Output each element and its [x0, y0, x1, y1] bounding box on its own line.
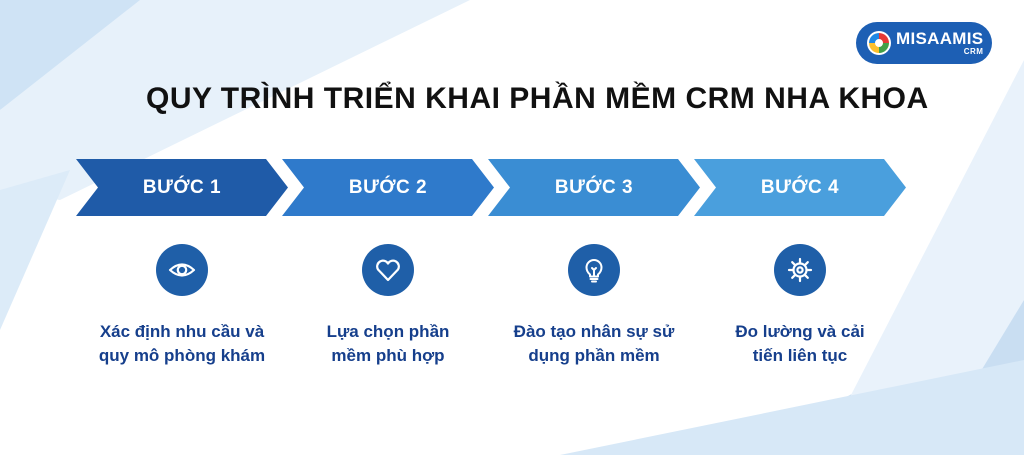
- step-3-arrow: BƯỚC 3: [488, 159, 700, 216]
- step-2-arrow: BƯỚC 2: [282, 159, 494, 216]
- step-1-label: BƯỚC 1: [142, 177, 222, 198]
- step-2-chevron: [282, 159, 494, 216]
- step-4-chevron: [694, 159, 906, 216]
- step-3-icon-circle: [568, 244, 620, 296]
- step-4-label: BƯỚC 4: [760, 177, 840, 198]
- step-3-chevron: [488, 159, 700, 216]
- step-1-description: Xác định nhu cầu và quy mô phòng khám: [98, 322, 266, 365]
- step-1-arrow: BƯỚC 1: [76, 159, 288, 216]
- misa-amis-crm-logo: MISAAMIS CRM: [856, 22, 992, 64]
- gear-icon: [787, 257, 813, 283]
- step-4-icon-circle: [774, 244, 826, 296]
- step-1-chevron: [76, 159, 288, 216]
- eye-icon: [168, 263, 196, 277]
- logo-subtitle: CRM: [963, 47, 984, 56]
- step-2-label: BƯỚC 2: [348, 177, 428, 198]
- step-4-arrow: BƯỚC 4: [694, 159, 906, 216]
- heart-icon: [376, 259, 400, 282]
- logo-swirl-icon: [867, 31, 891, 55]
- step-2-description: Lựa chọn phần mềm phù hợp: [326, 322, 450, 365]
- step-2-icon-circle: [362, 244, 414, 296]
- logo-name: MISAAMIS: [896, 29, 984, 48]
- page-title: QUY TRÌNH TRIỂN KHAI PHẦN MỀM CRM NHA KH…: [146, 82, 929, 115]
- step-3-description: Đào tạo nhân sự sử dụng phần mềm: [513, 322, 675, 365]
- step-4-description: Đo lường và cải tiến liên tục: [735, 322, 865, 365]
- step-3-label: BƯỚC 3: [554, 177, 634, 198]
- lightbulb-icon: [585, 259, 603, 283]
- step-1-icon-circle: [156, 244, 208, 296]
